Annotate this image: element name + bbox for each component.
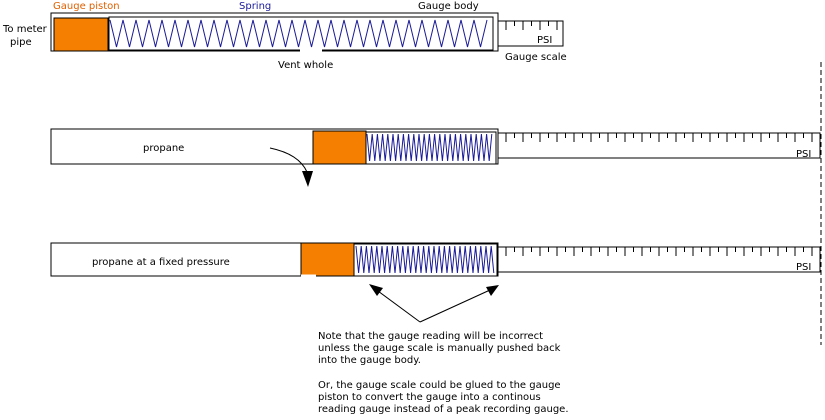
gauge-scale-ticks (505, 247, 813, 256)
note-arrow-left (377, 290, 421, 323)
pressure-arrow (269, 147, 308, 173)
spring (366, 133, 493, 162)
label-gauge-body: Gauge body (418, 1, 479, 12)
note-line: piston to convert the gauge into a conti… (318, 391, 541, 403)
stage-1-gauge: Gauge piston Spring Gauge body To meter … (2, 1, 567, 71)
gauge-scale (497, 20, 564, 47)
label-psi: PSI (796, 149, 811, 160)
gauge-piston (300, 242, 355, 277)
note-line: into the gauge body. (318, 355, 421, 367)
stage-3-gauge: PSI propane at a fixed pressure (50, 242, 821, 278)
explanation-note: Note that the gauge reading will be inco… (318, 331, 618, 416)
note-paragraph-1: Note that the gauge reading will be inco… (318, 331, 618, 368)
label-gauge-scale: Gauge scale (505, 52, 567, 63)
note-arrow-right (419, 289, 491, 323)
gauge-piston (53, 17, 109, 52)
label-spring: Spring (239, 1, 271, 12)
note-line: unless the gauge scale is manually pushe… (318, 343, 561, 355)
note-arrowhead-left (369, 284, 383, 296)
note-arrows (369, 284, 499, 323)
gauge-scale-ticks (505, 133, 813, 142)
spring (355, 245, 495, 274)
label-propane-fixed: propane at a fixed pressure (92, 257, 230, 268)
gauge-body-outline (50, 12, 499, 52)
label-psi: PSI (796, 262, 811, 273)
spring (109, 19, 488, 48)
note-arrowhead-right (486, 285, 499, 296)
gauge-piston (312, 130, 367, 165)
note-line: Note that the gauge reading will be inco… (318, 331, 544, 342)
gauge-scale-ticks (505, 21, 558, 30)
note-paragraph-2: Or, the gauge scale could be glued to th… (318, 380, 618, 417)
label-vent: Vent whole (278, 60, 333, 71)
label-gauge-piston: Gauge piston (53, 1, 120, 12)
label-propane: propane (143, 143, 184, 154)
label-to-meter-line1: To meter (2, 24, 48, 35)
pressure-arrowhead (302, 171, 313, 187)
label-to-meter-line2: pipe (10, 37, 32, 48)
label-psi: PSI (537, 35, 552, 46)
note-line: reading gauge instead of a peak recordin… (318, 404, 569, 416)
note-line: Or, the gauge scale could be glued to th… (318, 379, 561, 391)
stage-2-gauge: PSI propane (50, 128, 821, 187)
